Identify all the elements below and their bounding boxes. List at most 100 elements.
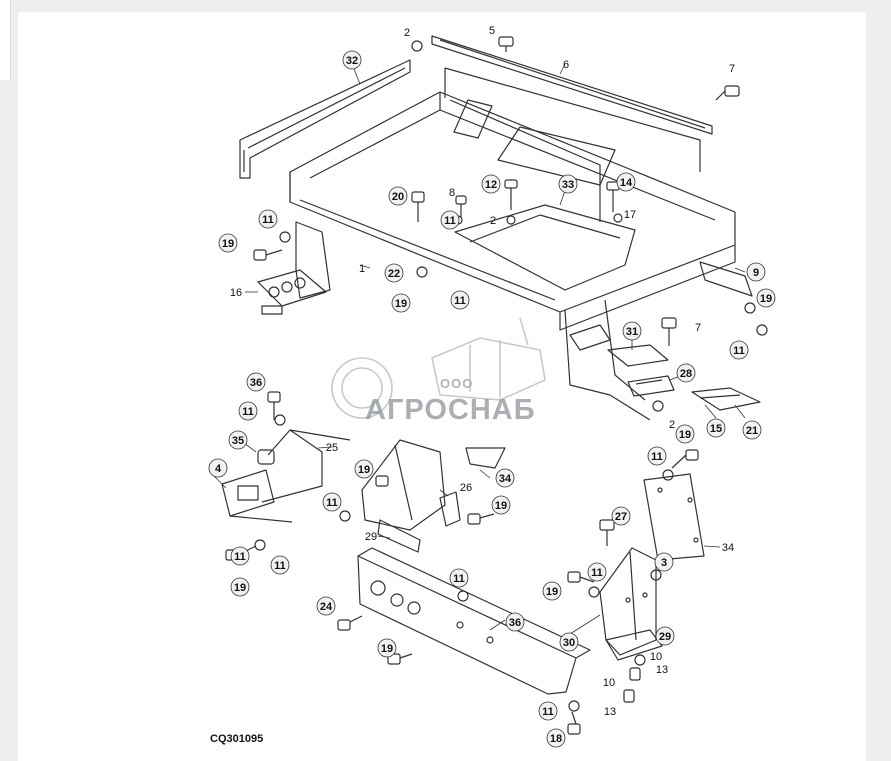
svg-text:3: 3 [661, 557, 667, 569]
left-frame-member [361, 439, 461, 553]
svg-text:28: 28 [680, 368, 692, 380]
callout-16: 31 [622, 321, 642, 341]
callout-11-d: 11 [729, 340, 749, 360]
callout-12: 12 [481, 174, 501, 194]
part-6-strip [431, 35, 713, 135]
part-16-31 [607, 344, 675, 397]
diagram-card [18, 12, 866, 761]
part-9-bracket [257, 221, 331, 315]
callout-15: 15 [706, 418, 726, 438]
svg-text:21: 21 [746, 425, 758, 437]
part-24-26-bracket [599, 547, 663, 661]
figure-code: CQ301095 [210, 733, 264, 745]
svg-text:11: 11 [454, 295, 466, 307]
svg-text:2: 2 [669, 419, 675, 431]
svg-text:34: 34 [499, 473, 512, 485]
svg-text:6: 6 [563, 59, 569, 71]
callout-19-f: 19 [491, 495, 511, 515]
callout-11-a: 11 [440, 210, 460, 230]
callout-7-b: 7 [695, 322, 701, 334]
callout-26-b: 29 [655, 626, 675, 646]
svg-text:9: 9 [753, 267, 759, 279]
svg-text:19: 19 [222, 238, 234, 250]
part-25-small [465, 447, 506, 469]
watermark-name: АГРОСНАБ [365, 394, 536, 426]
watermark-emblem [331, 317, 546, 419]
callout-28-a: 36 [246, 372, 266, 392]
svg-text:11: 11 [444, 215, 456, 227]
callout-6: 6 [563, 59, 569, 71]
callout-11-g: 11 [647, 446, 667, 466]
svg-text:19: 19 [234, 582, 246, 594]
svg-text:5: 5 [489, 25, 495, 37]
callout-33: 33 [558, 174, 578, 194]
part-32-strip [239, 59, 411, 179]
callout-11-l: 11 [538, 701, 558, 721]
svg-text:11: 11 [274, 560, 286, 572]
callout-7: 7 [729, 63, 735, 75]
svg-text:19: 19 [381, 643, 393, 655]
callout-19-b: 19 [391, 293, 411, 313]
callout-35: 25 [326, 442, 338, 454]
svg-text:11: 11 [453, 573, 465, 585]
svg-text:12: 12 [485, 179, 497, 191]
svg-text:31: 31 [626, 326, 638, 338]
svg-text:11: 11 [591, 567, 603, 579]
svg-text:11: 11 [234, 551, 246, 563]
part-25-plate [643, 473, 705, 561]
svg-text:34: 34 [722, 542, 734, 554]
svg-text:1: 1 [359, 263, 365, 275]
part-34-35-bracket [221, 429, 351, 523]
callout-36: 35 [228, 430, 248, 450]
svg-text:22: 22 [388, 268, 400, 280]
svg-text:25: 25 [326, 442, 338, 454]
callout-25-b: 34 [722, 542, 734, 554]
callout-19-h: 19 [230, 577, 250, 597]
callout-4: 26 [460, 482, 472, 494]
svg-text:11: 11 [651, 451, 663, 463]
svg-text:10: 10 [603, 677, 615, 689]
callout-19-c: 19 [756, 288, 776, 308]
svg-text:15: 15 [710, 423, 722, 435]
svg-text:32: 32 [346, 55, 358, 67]
svg-text:19: 19 [395, 298, 407, 310]
callout-10-a: 13 [656, 664, 668, 676]
callout-11-b: 11 [258, 209, 278, 229]
callout-19-e: 19 [354, 459, 374, 479]
callout-31: 28 [676, 363, 696, 383]
callout-2: 2 [404, 27, 410, 39]
callout-34: 4 [208, 458, 228, 478]
svg-text:11: 11 [242, 406, 254, 418]
svg-text:17: 17 [624, 209, 636, 221]
svg-text:8: 8 [449, 187, 455, 199]
callout-29-a: 27 [611, 506, 631, 526]
callout-labels: 32 2 5 6 7 12 14 33 20 8 11 2 17 11 19 1… [208, 25, 776, 748]
svg-text:29: 29 [659, 631, 671, 643]
callout-3-a: 10 [650, 651, 662, 663]
callout-27: 24 [316, 596, 336, 616]
svg-text:2: 2 [404, 27, 410, 39]
svg-text:24: 24 [320, 601, 333, 613]
callout-2-b: 2 [490, 215, 496, 227]
callout-11-f: 11 [322, 492, 342, 512]
svg-text:13: 13 [604, 706, 616, 718]
svg-text:19: 19 [679, 429, 691, 441]
svg-text:7: 7 [729, 63, 735, 75]
svg-text:19: 19 [358, 464, 370, 476]
callout-5: 5 [489, 25, 495, 37]
callout-14: 14 [616, 172, 636, 192]
svg-text:11: 11 [326, 497, 338, 509]
svg-text:27: 27 [615, 511, 627, 523]
callout-17: 17 [624, 209, 636, 221]
callout-30: 3 [654, 552, 674, 572]
callout-28-b: 36 [505, 612, 525, 632]
callout-19-g: 19 [542, 581, 562, 601]
svg-text:7: 7 [695, 322, 701, 334]
callout-25-a: 34 [495, 468, 515, 488]
svg-text:19: 19 [546, 586, 558, 598]
svg-text:36: 36 [509, 617, 521, 629]
callout-11-k: 11 [449, 568, 469, 588]
callout-20: 20 [388, 186, 408, 206]
callout-9: 16 [230, 287, 242, 299]
